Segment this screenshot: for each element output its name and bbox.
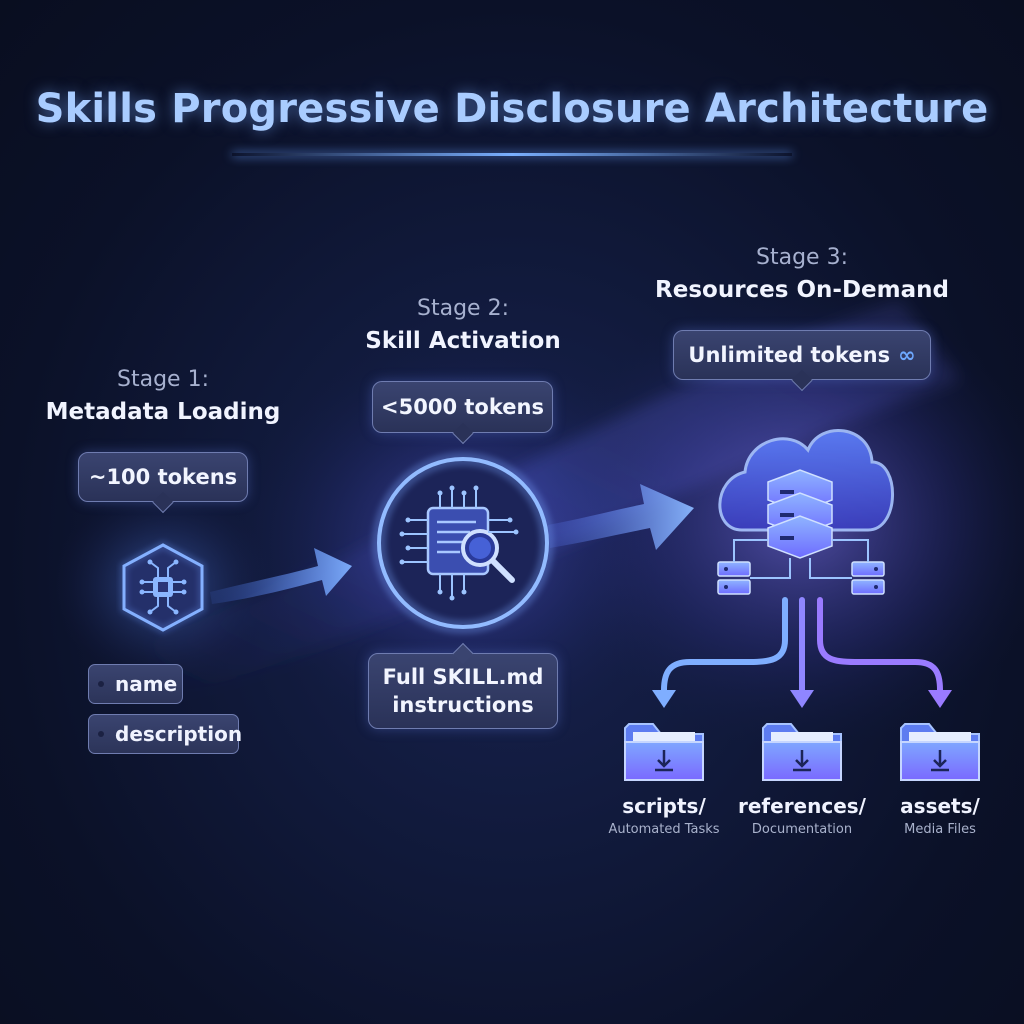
stage2-number: Stage 2: [417,296,509,321]
stage1-token-bubble: ~100 tokens [78,452,248,513]
cloud-server-icon [652,429,952,708]
folder-scripts-label: scripts/ [622,794,706,818]
tag-dot [98,731,104,737]
folder-assets-label: assets/ [900,794,980,818]
document-magnifier-icon [372,452,554,634]
folder-assets-sublabel: Media Files [904,822,976,837]
infinity-icon: ∞ [898,343,916,367]
stage3-token-text: Unlimited tokens [688,343,891,367]
folder-scripts-sublabel: Automated Tasks [608,822,720,837]
flow-arrow-2 [548,484,694,550]
stage1-name: Metadata Loading [45,399,281,425]
stage1-number: Stage 1: [117,367,209,392]
chip-hexagon-icon [120,540,206,635]
tag-dot [98,681,104,687]
folder-download-icon [624,723,980,781]
stage2-token-bubble: <5000 tokens [372,381,553,444]
flow-arrow-1 [210,548,352,604]
stage1-tag-name: name [88,664,183,704]
stage2-detail-line2: instructions [392,693,534,717]
tag-label: name [115,672,178,696]
stage1-tag-description: description [88,714,243,754]
stage1-token-text: ~100 tokens [88,465,238,489]
folder-references-sublabel: Documentation [751,822,853,837]
stage3-number: Stage 3: [756,245,848,270]
stage3-token-bubble: Unlimited tokens ∞ [673,330,931,391]
stage2-token-text: <5000 tokens [381,395,544,419]
folder-references-label: references/ [738,794,866,818]
stage2-name: Skill Activation [365,328,561,354]
stage3-name: Resources On-Demand [655,277,949,303]
page-title: Skills Progressive Disclosure Architectu… [35,86,989,132]
tag-label: description [115,722,243,746]
stage2-detail-bubble: Full SKILL.md instructions [368,642,558,729]
stage2-detail-line1: Full SKILL.md [382,665,544,689]
title-underline [232,153,792,156]
